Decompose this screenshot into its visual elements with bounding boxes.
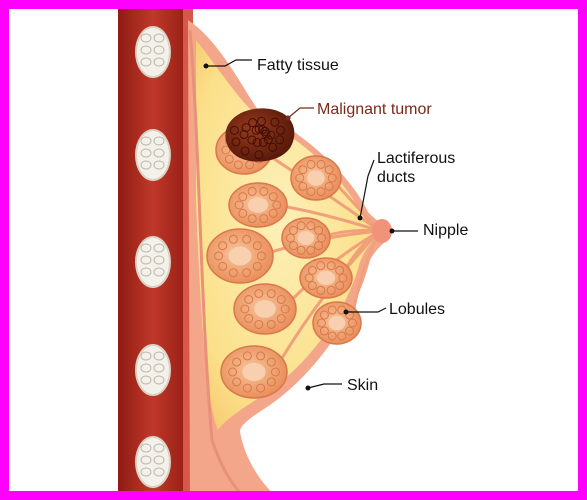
lobule-4 — [282, 218, 330, 258]
leader-skin — [308, 384, 342, 388]
label-malignant-tumor: Malignant tumor — [317, 101, 432, 119]
rib-3 — [136, 237, 170, 287]
leader-malignant-tumor — [288, 108, 314, 118]
rib-4 — [136, 345, 170, 395]
lobule-6 — [300, 258, 352, 298]
malignant-tumor — [225, 108, 294, 161]
lobule-7 — [234, 284, 296, 334]
lobule-8 — [313, 302, 361, 344]
label-skin: Skin — [347, 377, 378, 395]
leader-lactiferous — [360, 160, 374, 218]
lobule-5 — [207, 229, 273, 283]
rib-1 — [136, 27, 170, 77]
nipple — [372, 219, 392, 243]
lobule-9 — [221, 346, 287, 398]
label-nipple: Nipple — [423, 222, 468, 240]
label-lactiferous-line1: Lactiferous — [377, 150, 455, 168]
lobule-2 — [291, 156, 341, 200]
rib-2 — [136, 130, 170, 180]
label-fatty-tissue: Fatty tissue — [257, 57, 339, 75]
lobule-3 — [229, 183, 287, 227]
label-lactiferous-line2: ducts — [377, 169, 415, 187]
label-lobules: Lobules — [389, 301, 445, 319]
rib-5 — [136, 437, 170, 487]
